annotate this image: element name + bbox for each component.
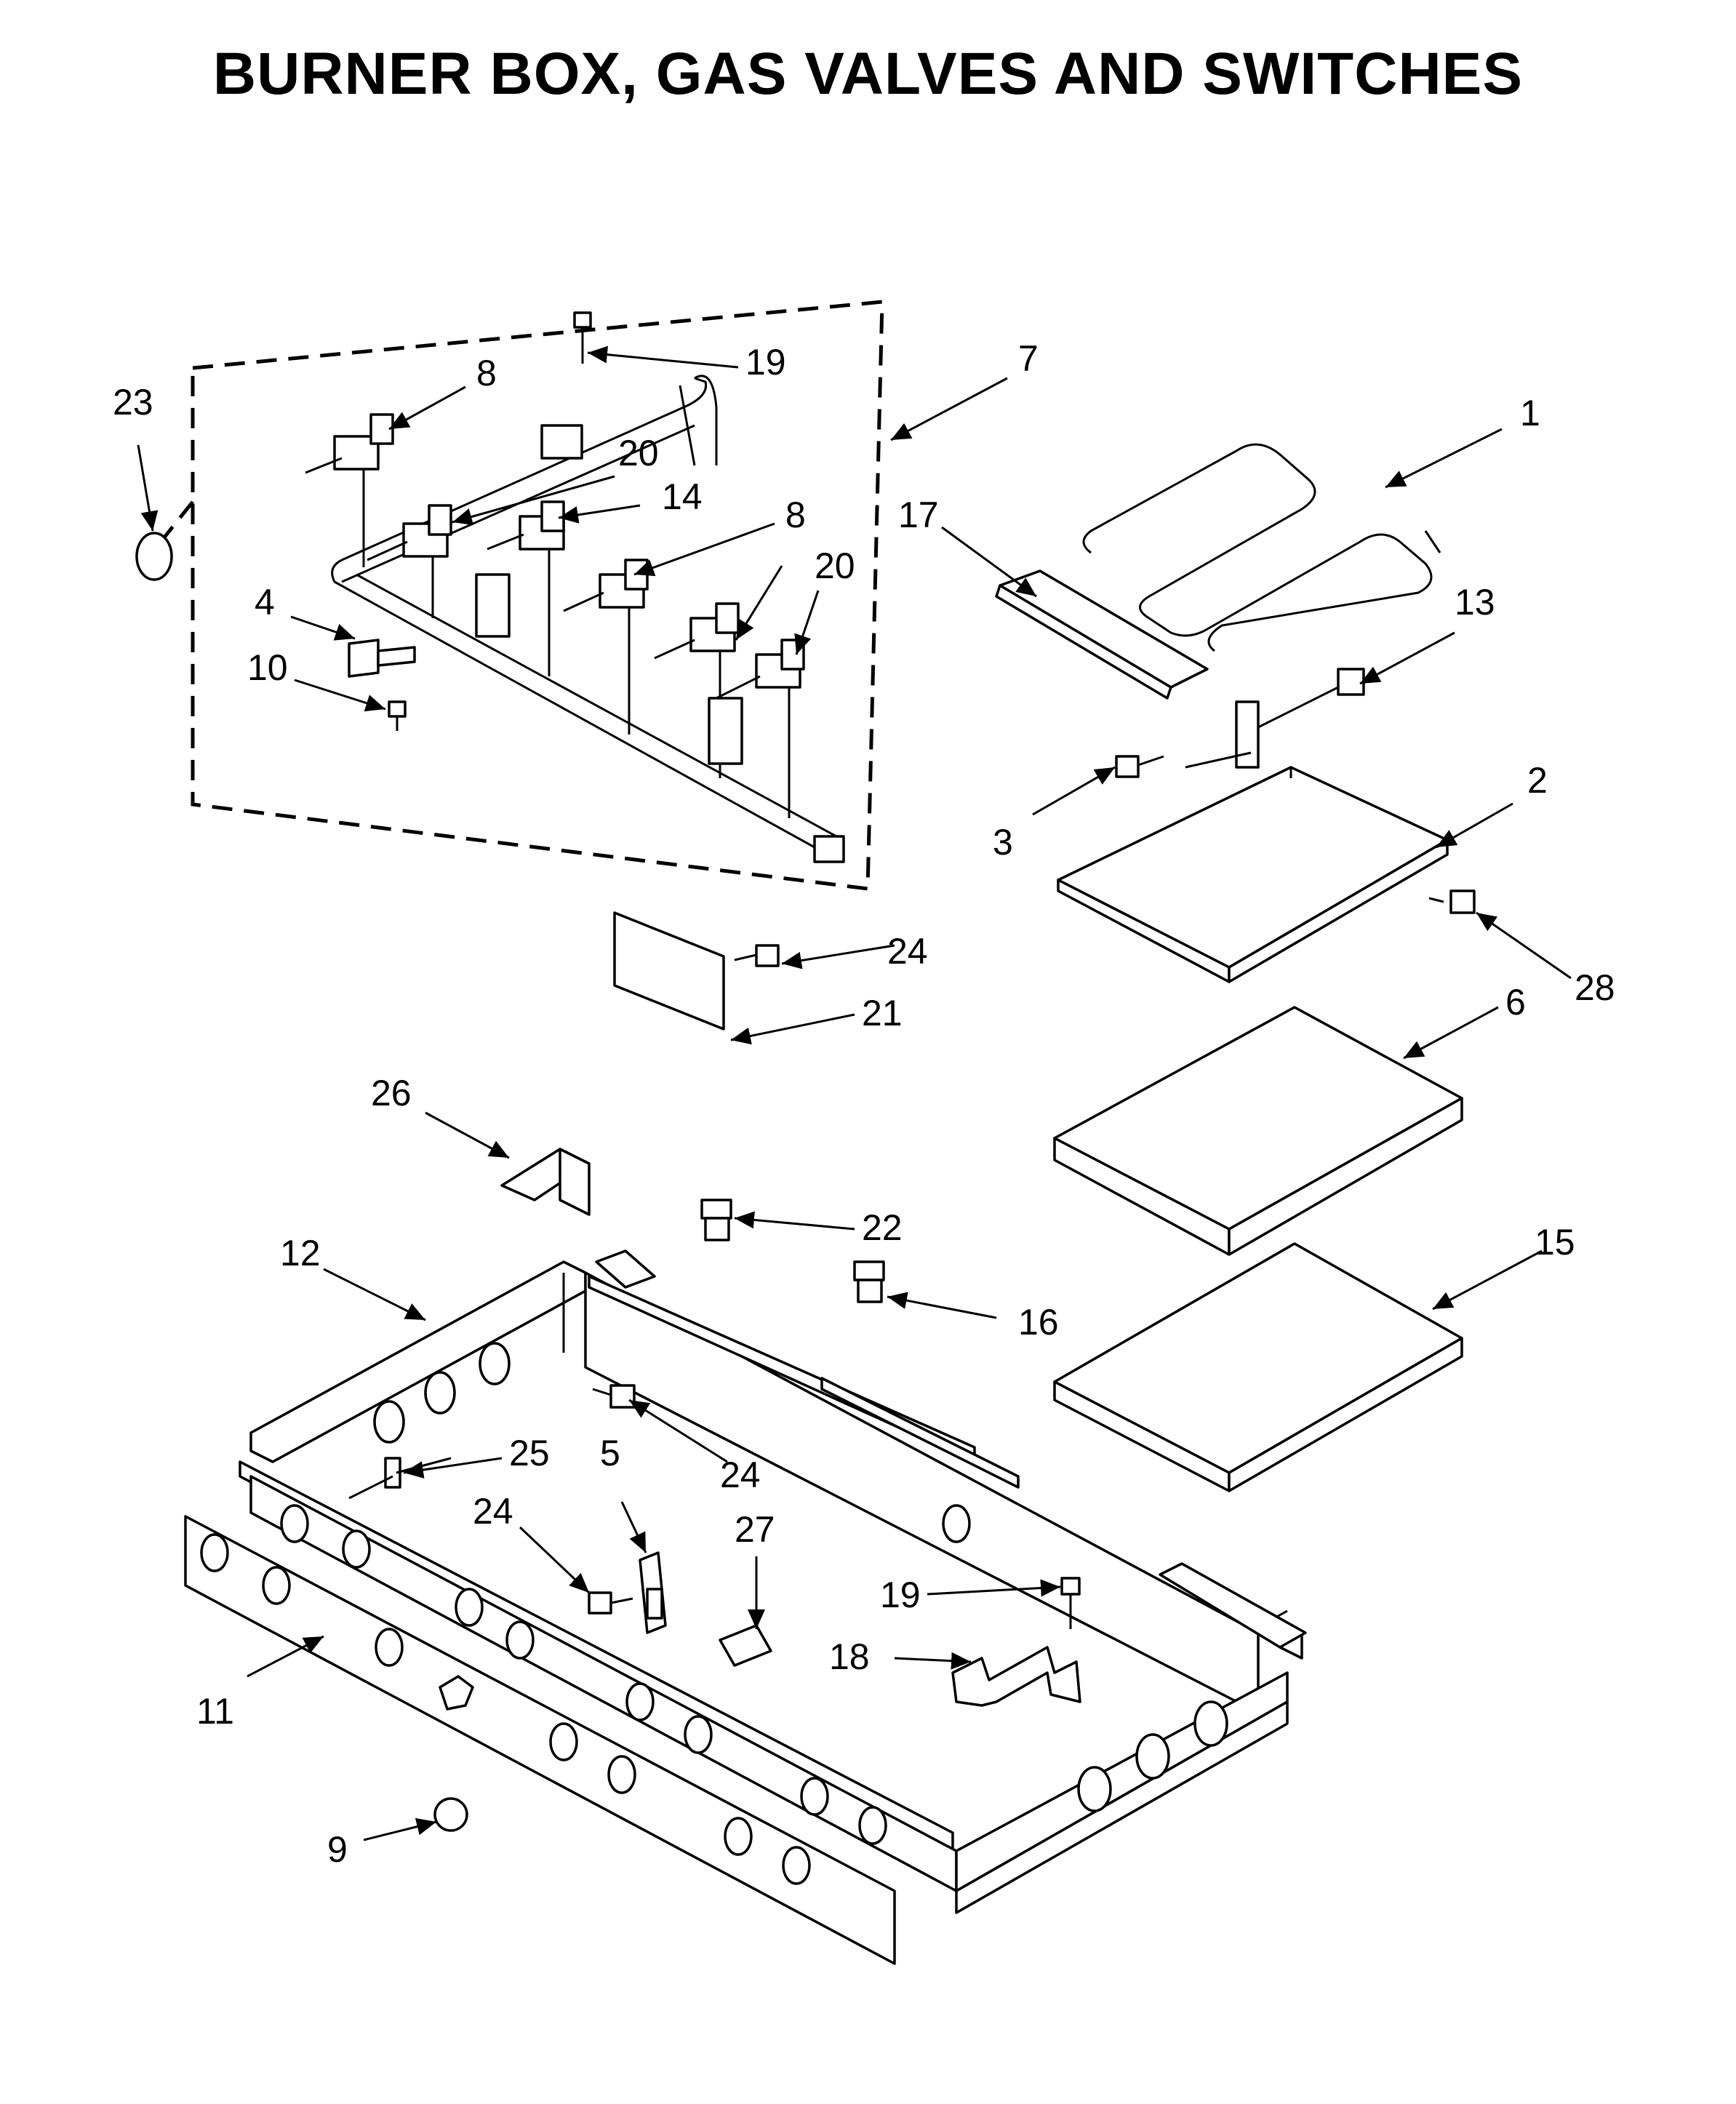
part-13-wire-harness [1185, 668, 1365, 769]
callout-26: 26 [371, 1073, 412, 1113]
callout-22: 22 [862, 1207, 903, 1248]
part-26-bracket [500, 1148, 591, 1216]
part-3-screw [1115, 755, 1164, 778]
part-24-screw-upper [734, 944, 780, 967]
callout-8a: 8 [476, 353, 497, 393]
callout-4: 4 [255, 582, 275, 623]
callout-17: 17 [898, 495, 939, 535]
part-2-shield [1057, 766, 1449, 983]
callout-19b: 19 [880, 1575, 921, 1615]
bracket-lower [708, 697, 743, 765]
part-24-screw-lower [588, 1591, 633, 1615]
callout-9: 9 [327, 1829, 348, 1870]
callout-8b: 8 [785, 495, 806, 535]
callout-20a: 20 [618, 433, 659, 473]
callout-27: 27 [735, 1509, 775, 1550]
callout-10: 10 [247, 647, 288, 688]
part-23-washer [135, 532, 173, 581]
gas-valve-5 [654, 602, 740, 778]
callout-12: 12 [280, 1233, 321, 1273]
callout-18: 18 [829, 1636, 870, 1677]
callout-5: 5 [600, 1433, 620, 1473]
callout-20b: 20 [815, 545, 855, 586]
part-9-knob [433, 1797, 468, 1832]
screw-10 [388, 700, 407, 731]
gas-valve-6 [716, 639, 805, 818]
part-19-screw-lower [1060, 1577, 1081, 1629]
part-21-bracket [613, 911, 725, 1031]
part-15-plate [1053, 1242, 1463, 1492]
gas-valve-2 [367, 504, 452, 618]
callout-24a: 24 [887, 931, 928, 972]
bracket-4 [348, 639, 416, 678]
part-22-fitting [700, 1199, 732, 1241]
manifold-assembly-group [162, 300, 884, 891]
part-16-fitting [853, 1260, 885, 1303]
callout-25: 25 [509, 1433, 550, 1473]
part-25-electrode [348, 1457, 452, 1500]
screw-19-top [573, 311, 592, 364]
part-5-switch [639, 1551, 667, 1634]
bracket-middle [475, 573, 511, 638]
part-27-switch [719, 1624, 772, 1667]
gas-valve-4 [563, 559, 649, 735]
part-28-screw [1428, 889, 1476, 914]
callout-13: 13 [1455, 582, 1495, 623]
callout-24c: 24 [473, 1491, 513, 1532]
bracket-top [540, 424, 583, 460]
callout-1: 1 [1520, 393, 1540, 433]
gas-valve-1 [305, 413, 394, 567]
callout-23: 23 [113, 382, 153, 423]
part-18-bracket [951, 1646, 1081, 1707]
callout-3: 3 [993, 822, 1013, 863]
callout-15: 15 [1535, 1222, 1575, 1263]
callout-21: 21 [862, 993, 903, 1033]
callout-28: 28 [1575, 967, 1615, 1008]
callout-labels: 1 2 3 4 5 6 7 8 8 9 10 11 12 13 14 15 16… [113, 338, 1615, 1870]
callout-16: 16 [1018, 1302, 1059, 1343]
gas-valve-3 [487, 500, 565, 676]
part-24-screw-middle [592, 1384, 636, 1409]
part-17-tray [999, 569, 1209, 689]
page-title: BURNER BOX, GAS VALVES AND SWITCHES [212, 41, 1524, 107]
leader-lines [137, 345, 1572, 1841]
callout-6: 6 [1505, 982, 1526, 1023]
callout-24b: 24 [720, 1455, 761, 1495]
callout-7: 7 [1018, 338, 1039, 379]
part-12-burner-box [239, 1249, 1307, 1914]
callout-14: 14 [662, 476, 703, 517]
callout-2: 2 [1527, 760, 1548, 801]
callout-11: 11 [196, 1691, 234, 1732]
part-1-heating-element [1082, 443, 1433, 652]
callout-19a: 19 [745, 342, 786, 383]
part-6-plate [1053, 1006, 1463, 1256]
part-11-front-panel [184, 1515, 896, 1965]
